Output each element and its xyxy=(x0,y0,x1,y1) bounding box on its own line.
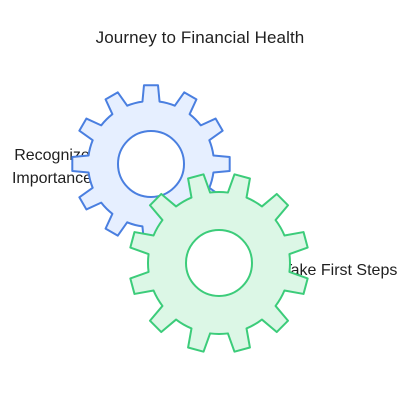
step-label-recognize-importance: Recognize Importance xyxy=(6,144,98,190)
step-label-take-first-steps: Take First Steps xyxy=(282,262,398,279)
diagram-title: Journey to Financial Health xyxy=(95,28,305,47)
gear-hole xyxy=(185,229,253,297)
gear-hole xyxy=(117,130,185,198)
step-label-line: Recognize xyxy=(14,147,90,164)
gear-icon xyxy=(129,173,309,353)
step-label-line: Importance xyxy=(11,170,93,187)
